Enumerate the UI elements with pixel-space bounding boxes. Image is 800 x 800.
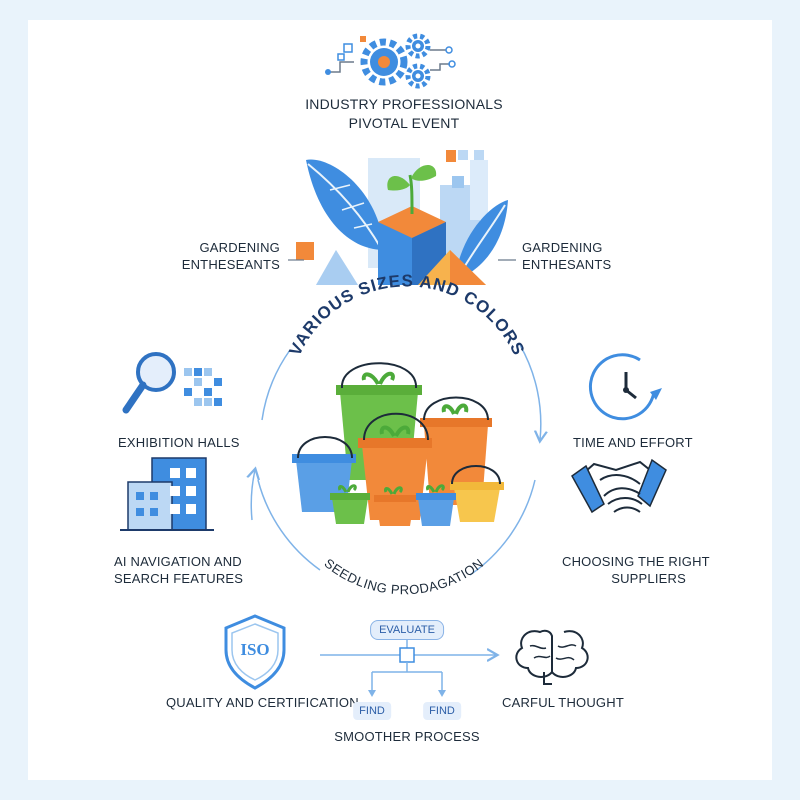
iso-badge-text: ISO bbox=[240, 640, 270, 659]
brain-icon bbox=[515, 629, 589, 685]
search-icon bbox=[122, 352, 222, 414]
ai-navigation-label: AI NAVIGATION AND SEARCH FEATURES bbox=[114, 553, 243, 587]
handshake-icon bbox=[571, 458, 667, 514]
garden-plant-icon bbox=[288, 150, 516, 285]
smoother-process-label: SMOOTHER PROCESS bbox=[334, 729, 480, 744]
header-title: INDUSTRY PROFESSIONALS PIVOTAL EVENT bbox=[305, 95, 503, 133]
cycle-ring bbox=[251, 344, 541, 576]
flow-diagram-icon bbox=[320, 634, 496, 697]
find-left-tag: FIND bbox=[353, 702, 391, 720]
gardening-left-line-1: GARDENING bbox=[199, 240, 280, 255]
header-line-2: PIVOTAL EVENT bbox=[348, 115, 460, 131]
quality-certification-label: QUALITY AND CERTIFICATION bbox=[166, 695, 359, 710]
ai-navigation-line-2: SEARCH FEATURES bbox=[114, 571, 244, 586]
gardening-right-label: GARDENING ENTHESANTS bbox=[522, 239, 611, 273]
find-right-tag: FIND bbox=[423, 702, 461, 720]
gardening-left-label: GARDENING ENTHESEANTS bbox=[178, 239, 280, 273]
suppliers-line-2: SUPPLIERS bbox=[611, 571, 686, 586]
header-line-1: INDUSTRY PROFESSIONALS bbox=[305, 96, 503, 112]
building-icon bbox=[120, 457, 214, 531]
ai-navigation-line-1: AI NAVIGATION AND bbox=[114, 554, 242, 569]
cycle-bottom-text: SEEDLING PRODAGATION bbox=[322, 555, 487, 597]
careful-thought-label: CARFUL THOUGHT bbox=[502, 695, 624, 710]
gardening-left-line-2: ENTHESEANTS bbox=[181, 257, 280, 272]
clock-icon bbox=[588, 353, 662, 421]
gardening-right-line-2: ENTHESANTS bbox=[522, 257, 612, 272]
gardening-right-line-1: GARDENING bbox=[522, 240, 603, 255]
evaluate-pill: EVALUATE bbox=[370, 620, 444, 640]
suppliers-label: CHOOSING THE RIGHT SUPPLIERS bbox=[562, 553, 710, 587]
iso-shield-icon bbox=[224, 614, 286, 690]
time-effort-label: TIME AND EFFORT bbox=[573, 435, 693, 450]
exhibition-halls-label: EXHIBITION HALLS bbox=[118, 435, 240, 450]
suppliers-line-1: CHOOSING THE RIGHT bbox=[562, 554, 710, 569]
seedling-buckets-icon bbox=[292, 362, 504, 526]
gears-icon bbox=[325, 33, 456, 89]
